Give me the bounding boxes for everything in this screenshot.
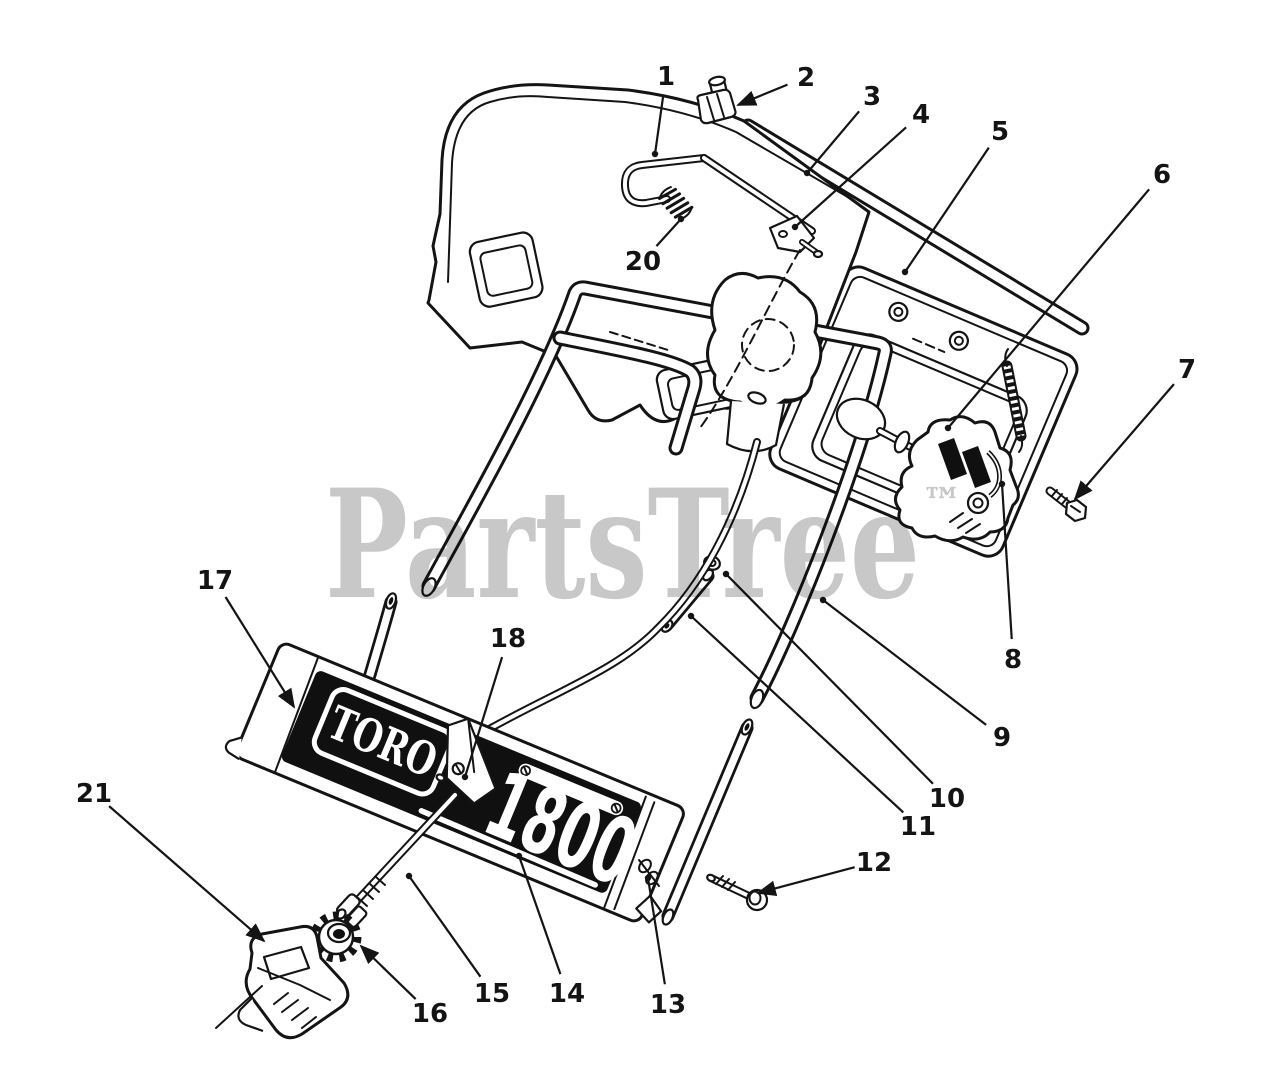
callout-label-17: 17 <box>197 566 233 596</box>
leader-dot-6 <box>944 424 952 432</box>
trigger-housing <box>699 249 823 453</box>
return-spring <box>1001 348 1027 453</box>
callout-label-6: 6 <box>1153 160 1171 190</box>
callout-label-4: 4 <box>912 100 930 130</box>
carriage-bolt <box>706 873 769 912</box>
retainer-clip <box>638 858 660 887</box>
upper-handle-tube <box>740 118 1090 336</box>
callout-label-11: 11 <box>900 812 936 842</box>
leader-line-21 <box>108 805 266 943</box>
leader-dot-1 <box>651 150 659 158</box>
leader-line-16 <box>359 944 417 1000</box>
console-cutout-left <box>468 231 544 308</box>
callout-label-13: 13 <box>650 990 686 1020</box>
callout-label-2: 2 <box>797 63 815 93</box>
leader-line-17 <box>224 596 296 709</box>
knob <box>696 75 737 125</box>
cable-clamp <box>768 214 824 259</box>
leader-line-5 <box>904 146 990 273</box>
control-rod <box>487 438 761 732</box>
leader-dot-18 <box>461 773 469 781</box>
leader-dot-14 <box>515 852 523 860</box>
control-panel: TORO 1800 <box>224 642 685 924</box>
leader-line-13 <box>646 877 666 985</box>
cam-wheel <box>310 905 368 963</box>
panel-notch <box>435 717 497 805</box>
leader-dot-8 <box>998 480 1006 488</box>
leader-line-2 <box>736 83 788 107</box>
slider-slot <box>518 763 624 816</box>
leader-line-20 <box>655 218 682 247</box>
callout-label-9: 9 <box>993 723 1011 753</box>
callout-label-12: 12 <box>856 848 892 878</box>
callout-label-10: 10 <box>929 784 965 814</box>
lower-right-tube <box>661 718 754 926</box>
callout-label-20: 20 <box>625 247 661 277</box>
leader-dot-13 <box>644 874 652 882</box>
leader-line-10 <box>725 573 934 785</box>
leader-dot-3 <box>803 169 811 177</box>
leader-line-18 <box>463 656 504 778</box>
leader-dot-10 <box>722 570 730 578</box>
leader-dot-9 <box>819 596 827 604</box>
callout-label-3: 3 <box>863 82 881 112</box>
leader-line-9 <box>822 599 987 726</box>
leader-dot-20 <box>677 215 685 223</box>
leader-line-3 <box>806 110 860 174</box>
callout-label-1: 1 <box>657 62 675 92</box>
leader-dot-11 <box>687 612 695 620</box>
callout-label-21: 21 <box>76 779 112 809</box>
link-rod <box>335 791 459 920</box>
callout-label-7: 7 <box>1178 355 1196 385</box>
hex-screw <box>1045 486 1088 523</box>
toro-logo-frame <box>311 687 454 797</box>
callout-label-14: 14 <box>549 979 585 1009</box>
leader-line-1 <box>653 95 665 155</box>
mount-bracket <box>215 925 350 1040</box>
callout-label-5: 5 <box>991 117 1009 147</box>
callout-label-8: 8 <box>1004 645 1022 675</box>
watermark-tm: ™ <box>922 479 962 526</box>
leader-line-8 <box>1000 483 1013 640</box>
callout-label-15: 15 <box>474 979 510 1009</box>
watermark-text: PartsTree <box>325 457 920 633</box>
leader-line-7 <box>1073 383 1175 501</box>
watermark: PartsTree ™ <box>325 457 962 633</box>
leader-dot-15 <box>405 872 413 880</box>
leader-line-4 <box>794 126 907 228</box>
leader-line-15 <box>408 875 482 978</box>
leader-line-14 <box>517 855 562 975</box>
leader-line-12 <box>756 866 855 897</box>
leader-line-6 <box>947 188 1150 429</box>
leader-line-11 <box>690 615 905 814</box>
leader-dot-4 <box>791 223 799 231</box>
switch-assembly <box>894 415 1020 543</box>
callout-label-16: 16 <box>412 999 448 1029</box>
leader-dot-5 <box>901 268 909 276</box>
callout-label-18: 18 <box>490 624 526 654</box>
